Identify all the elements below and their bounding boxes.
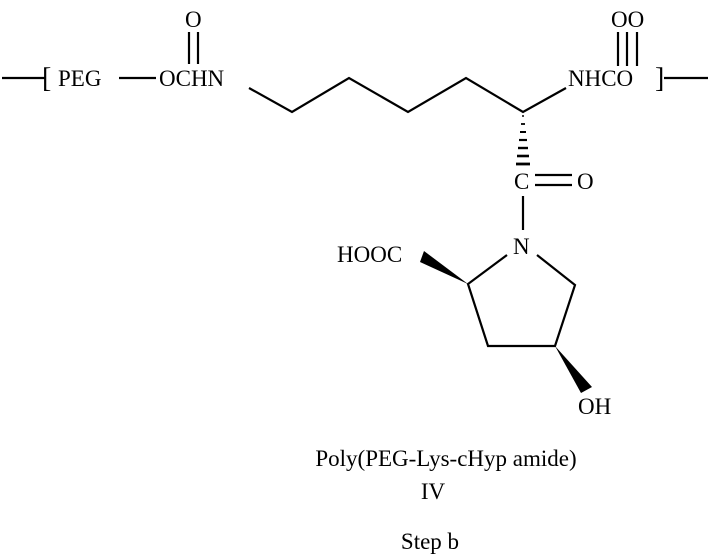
carboxyl-label: HOOC (337, 242, 402, 267)
hydroxyl-label: OH (578, 394, 611, 419)
pyrrolidine-ring (466, 254, 577, 348)
hashed-wedge-bond (516, 115, 530, 166)
step-label: Step b (401, 529, 459, 554)
carbonyl-carbon: C (514, 169, 529, 194)
amide-oxygens: OO (611, 7, 644, 32)
ring-nitrogen: N (513, 234, 530, 259)
peg-label: PEG (58, 66, 101, 91)
carbamate-oxygen: O (185, 7, 202, 32)
bracket-close: ] (655, 63, 664, 94)
amide-label: NHCO (568, 66, 633, 91)
compound-number: IV (421, 479, 446, 504)
hydroxyl-wedge-bond (555, 346, 592, 393)
compound-name: Poly(PEG-Lys-cHyp amide) (315, 446, 576, 471)
bracket-open: [ (42, 63, 51, 94)
carboxyl-wedge-bond (420, 251, 468, 284)
carbonyl-oxygen: O (577, 169, 594, 194)
lysine-chain (248, 76, 567, 114)
carbamate-label: OCHN (159, 66, 225, 91)
